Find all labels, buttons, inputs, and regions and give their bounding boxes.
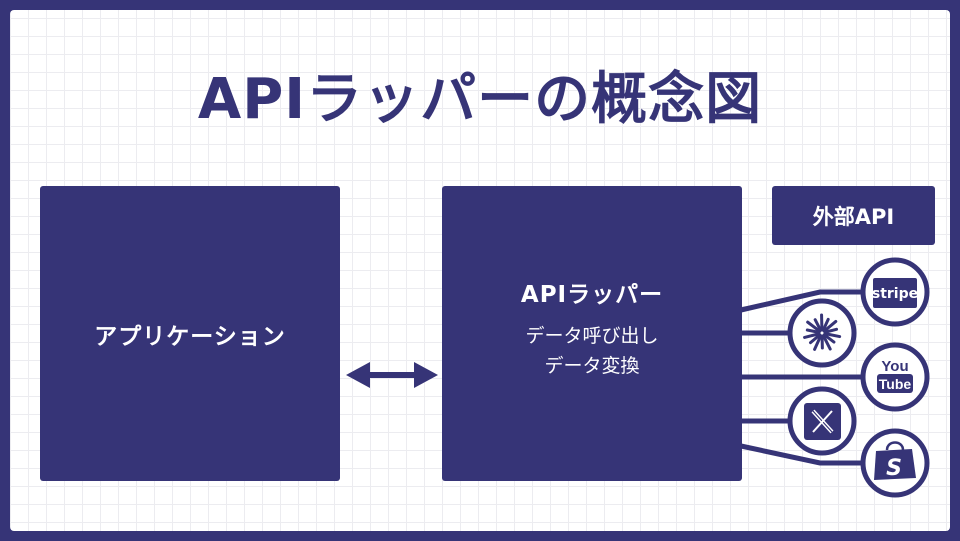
api-wrapper-label: APIラッパー [520,281,664,308]
stripe-service[interactable]: stripe [860,257,930,327]
youtube-service[interactable]: You Tube [860,342,930,412]
shopify-icon: S [874,441,916,481]
starburst-ray [822,319,838,333]
starburst-ray [813,334,823,351]
x-service[interactable] [787,386,857,456]
youtube-icon: You Tube [877,358,913,393]
shopify-service[interactable]: S [860,428,930,498]
starburst-ray [813,318,823,332]
youtube-text-top: You [881,358,908,375]
external-api-label: 外部API [772,186,935,245]
starburst-ray [821,317,830,332]
starburst-icon [803,313,842,351]
stripe-text: stripe [872,286,918,302]
starburst-ray [823,332,842,339]
starburst-service[interactable] [787,298,857,368]
double-arrow-icon [346,362,438,388]
starburst-ray [821,334,832,351]
starburst-ray [822,333,836,344]
api-wrapper-box: APIラッパー データ呼び出し データ変換 [442,186,742,481]
shopify-text: S [886,456,902,481]
service-connector-lines [740,289,863,466]
function-data-fetch: データ呼び出し [525,324,659,347]
starburst-ray [823,327,839,334]
line-shopify [740,443,863,466]
function-data-transform: データ変換 [544,354,640,377]
application-label: アプリケーション [94,323,286,350]
stripe-icon: stripe [872,278,918,308]
youtube-text-bottom: Tube [879,376,912,392]
starburst-ray [805,328,821,334]
starburst-ray [809,333,822,345]
starburst-ray [803,332,821,339]
starburst-ray [806,320,822,333]
line-stripe [740,289,863,313]
application-box: アプリケーション [40,186,340,481]
x-icon [804,403,841,440]
api-wrapper-functions: データ呼び出し データ変換 [525,321,658,381]
diagram-title: APIラッパーの概念図 [197,67,763,132]
